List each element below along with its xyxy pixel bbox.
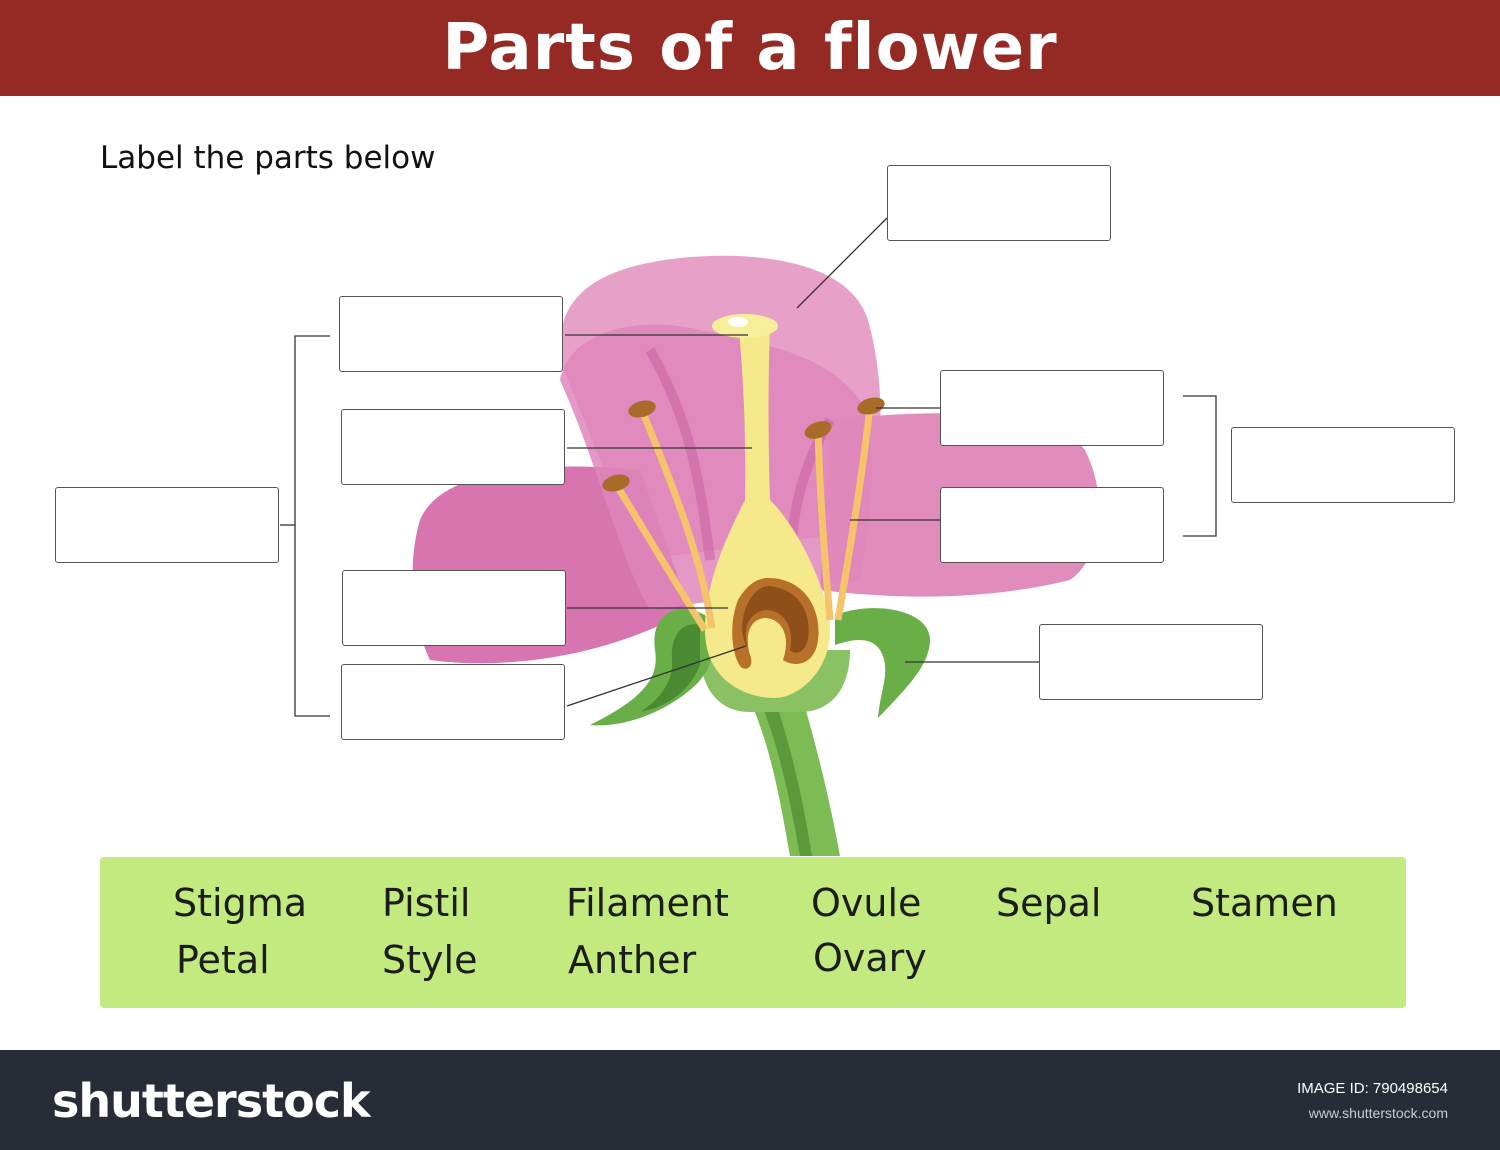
word-style: Style [382,938,478,982]
word-stamen: Stamen [1191,881,1338,925]
label-box-stamen[interactable] [1231,427,1455,503]
word-stigma: Stigma [173,881,308,925]
stigma [712,314,778,338]
anther [628,400,656,418]
word-bank: Stigma Pistil Filament Ovule Sepal Stame… [100,857,1406,1008]
word-filament: Filament [566,881,729,925]
word-pistil: Pistil [382,881,471,925]
leader-lines [280,217,1217,717]
shutterstock-logo: shutterstock [52,1074,371,1128]
stem-shade [760,700,812,856]
sepal-left-inner [640,624,700,712]
word-anther: Anther [568,938,697,982]
filament [638,408,716,629]
label-box-ovary[interactable] [342,570,566,646]
anther [857,397,885,415]
instruction-text: Label the parts below [100,140,436,176]
label-box-ovule[interactable] [341,664,565,740]
anther [602,474,630,492]
stigma-highlight [728,317,748,327]
anther [804,421,832,439]
filament [613,482,708,632]
word-ovary: Ovary [813,936,927,980]
filament [814,429,834,621]
site-url[interactable]: www.shutterstock.com [1308,1105,1448,1121]
label-box-pistil[interactable] [55,487,279,563]
filament [834,405,874,621]
word-ovule: Ovule [811,881,922,925]
label-box-sepal[interactable] [1039,624,1263,700]
word-petal: Petal [176,938,270,982]
flower-diagram [280,217,1217,856]
image-id: IMAGE ID: 790498654 [1297,1080,1448,1097]
sepal-right [835,608,930,718]
label-box-petal[interactable] [887,165,1111,241]
petal-vein [645,347,715,561]
word-sepal: Sepal [996,881,1102,925]
label-box-stigma[interactable] [339,296,563,372]
label-box-filament[interactable] [940,487,1164,563]
title-bar: Parts of a flower [0,0,1500,96]
ovule [742,586,809,653]
page-title: Parts of a flower [442,11,1058,85]
label-box-style[interactable] [341,409,565,485]
footer: shutterstock IMAGE ID: 790498654 www.shu… [0,1050,1500,1150]
label-box-anther[interactable] [940,370,1164,446]
